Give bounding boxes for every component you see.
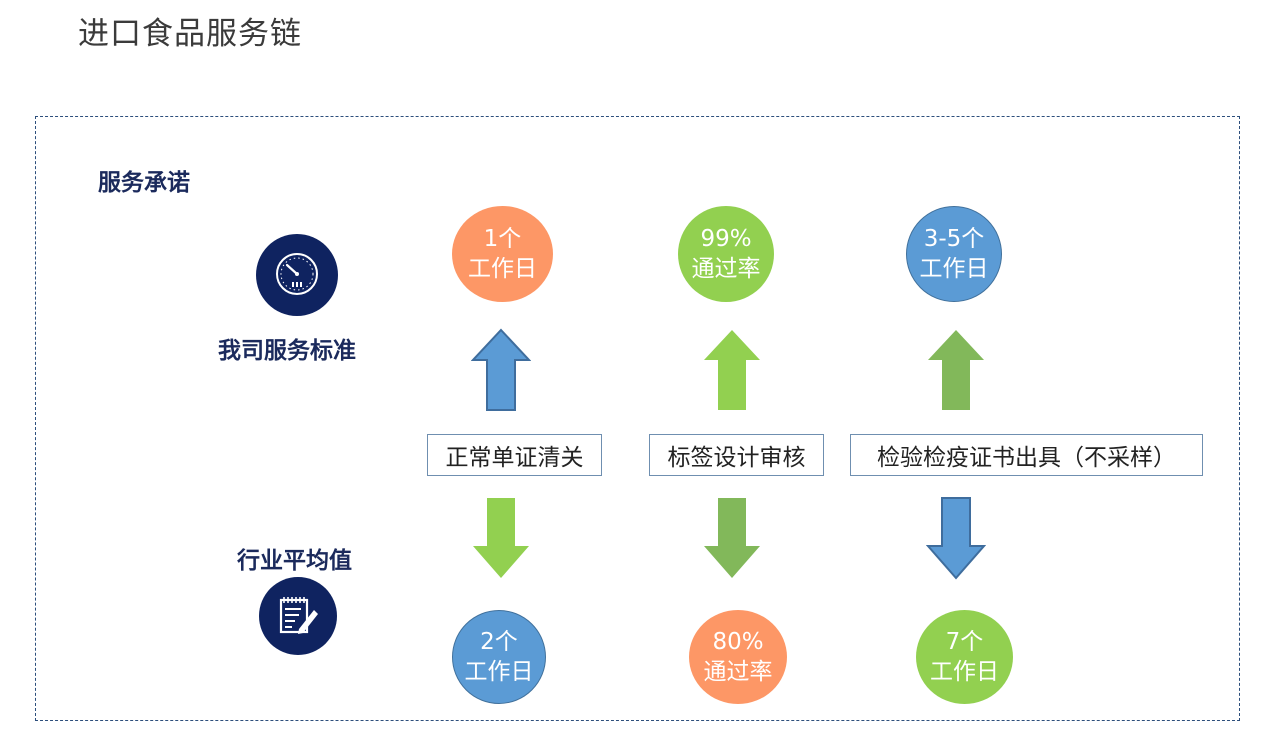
- badge-line2: 工作日: [930, 659, 999, 685]
- badge-line1: 7个: [945, 629, 984, 655]
- badge-line2: 工作日: [464, 659, 534, 685]
- standard-badge-certificate: 3-5个 工作日: [906, 206, 1002, 302]
- badge-line1: 3-5个: [923, 226, 985, 252]
- up-arrow: [704, 330, 760, 410]
- badge-line2: 工作日: [919, 256, 989, 282]
- badge-line1: 2个: [480, 629, 518, 655]
- badge-line1: 80%: [712, 629, 764, 655]
- page-title: 进口食品服务链: [78, 16, 302, 52]
- up-arrow: [471, 328, 531, 411]
- down-arrow: [926, 497, 986, 580]
- standard-row-label: 我司服务标准: [218, 338, 356, 364]
- section-heading: 服务承诺: [98, 170, 190, 196]
- up-arrow: [928, 330, 984, 410]
- service-box-certificate: 检验检疫证书出具（不采样）: [850, 434, 1203, 476]
- industry-badge-certificate: 7个 工作日: [916, 610, 1013, 704]
- badge-line1: 1个: [483, 226, 522, 252]
- industry-row-label: 行业平均值: [237, 548, 352, 574]
- industry-badge-label: 80% 通过率: [689, 610, 787, 704]
- badge-line2: 通过率: [703, 659, 773, 685]
- speedometer-icon: [256, 234, 338, 316]
- down-arrow: [473, 498, 529, 578]
- service-box-clearance: 正常单证清关: [427, 434, 602, 476]
- notepad-pen-icon: [259, 577, 337, 655]
- badge-line2: 通过率: [691, 256, 761, 282]
- service-frame: [35, 116, 1240, 721]
- badge-line1: 99%: [700, 226, 752, 252]
- service-box-label: 标签设计审核: [649, 434, 824, 476]
- standard-badge-clearance: 1个 工作日: [452, 206, 553, 302]
- standard-badge-label: 99% 通过率: [678, 206, 774, 302]
- industry-badge-clearance: 2个 工作日: [452, 610, 546, 704]
- badge-line2: 工作日: [468, 256, 537, 282]
- down-arrow: [704, 498, 760, 578]
